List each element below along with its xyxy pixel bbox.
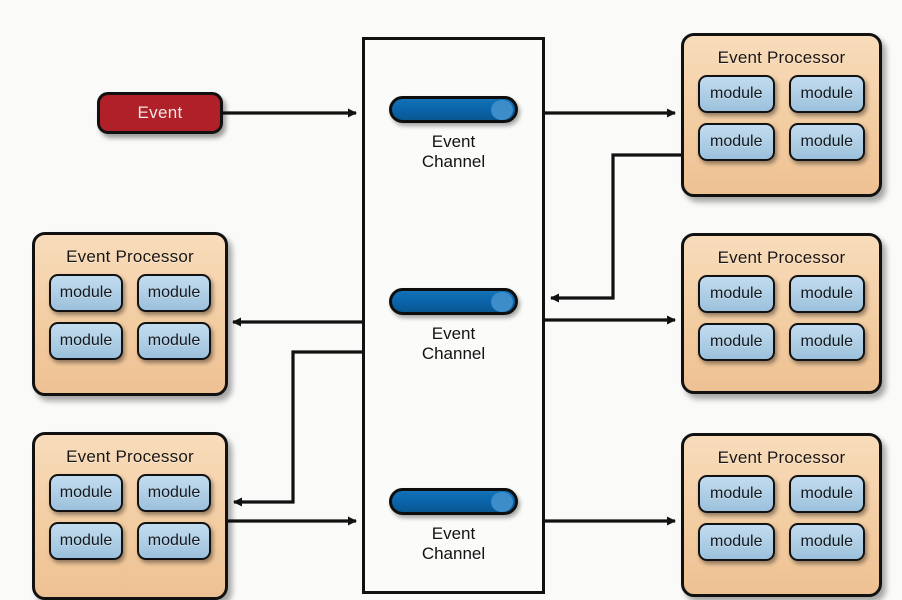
module-box[interactable]: module bbox=[137, 474, 211, 512]
module-grid: module module module module bbox=[35, 274, 225, 372]
module-grid: module module module module bbox=[684, 75, 879, 173]
channel-bar-1[interactable] bbox=[389, 96, 518, 123]
module-box[interactable]: module bbox=[698, 523, 775, 561]
wire-channel2-to-bottom-left bbox=[233, 350, 362, 507]
module-box[interactable]: module bbox=[788, 75, 865, 113]
wire-top-right-to-channel2 bbox=[550, 153, 681, 303]
channel-knob-icon-1 bbox=[491, 100, 513, 120]
event-channel-1[interactable]: Event Channel bbox=[365, 40, 542, 190]
processor-title: Event Processor bbox=[717, 248, 846, 267]
module-box[interactable]: module bbox=[49, 522, 123, 560]
channel-label-line1: Event bbox=[431, 524, 476, 543]
module-box[interactable]: module bbox=[788, 523, 865, 561]
channel-label-3: Event Channel bbox=[365, 524, 542, 564]
channel-label-line1: Event bbox=[431, 132, 476, 151]
module-box[interactable]: module bbox=[49, 474, 123, 512]
module-box[interactable]: module bbox=[698, 323, 775, 361]
module-box[interactable]: module bbox=[137, 322, 211, 360]
module-grid: module module module module bbox=[684, 475, 879, 573]
event-source-label: Event bbox=[137, 103, 183, 122]
module-box[interactable]: module bbox=[788, 475, 865, 513]
processor-title: Event Processor bbox=[717, 48, 846, 67]
module-grid: module module module module bbox=[35, 474, 225, 572]
processor-mid-left[interactable]: Event Processor module module module mod… bbox=[32, 232, 228, 396]
module-box[interactable]: module bbox=[137, 522, 211, 560]
processor-title: Event Processor bbox=[66, 447, 194, 466]
channel-label-line2: Channel bbox=[421, 151, 486, 171]
module-box[interactable]: module bbox=[49, 274, 123, 312]
module-box[interactable]: module bbox=[788, 123, 865, 161]
event-channel-3[interactable]: Event Channel bbox=[365, 433, 542, 583]
processor-top-right[interactable]: Event Processor module module module mod… bbox=[681, 33, 882, 197]
processor-title: Event Processor bbox=[66, 247, 194, 266]
module-box[interactable]: module bbox=[788, 275, 865, 313]
channel-label-line2: Channel bbox=[421, 343, 486, 363]
event-broker-container: Event Channel Event Channel Event Channe… bbox=[362, 37, 545, 594]
module-grid: module module module module bbox=[684, 275, 879, 373]
channel-label-line2: Channel bbox=[421, 543, 486, 563]
module-box[interactable]: module bbox=[698, 275, 775, 313]
module-box[interactable]: module bbox=[698, 75, 775, 113]
processor-mid-right[interactable]: Event Processor module module module mod… bbox=[681, 233, 882, 394]
channel-label-1: Event Channel bbox=[365, 132, 542, 172]
channel-label-2: Event Channel bbox=[365, 324, 542, 364]
channel-label-line1: Event bbox=[431, 324, 476, 343]
processor-bottom-left[interactable]: Event Processor module module module mod… bbox=[32, 432, 228, 600]
module-box[interactable]: module bbox=[137, 274, 211, 312]
module-box[interactable]: module bbox=[788, 323, 865, 361]
event-source-box[interactable]: Event bbox=[97, 92, 223, 134]
processor-bottom-right[interactable]: Event Processor module module module mod… bbox=[681, 433, 882, 597]
channel-bar-3[interactable] bbox=[389, 488, 518, 515]
channel-knob-icon-2 bbox=[491, 292, 513, 312]
channel-bar-2[interactable] bbox=[389, 288, 518, 315]
module-box[interactable]: module bbox=[698, 475, 775, 513]
processor-title: Event Processor bbox=[717, 448, 846, 467]
event-channel-2[interactable]: Event Channel bbox=[365, 233, 542, 383]
module-box[interactable]: module bbox=[49, 322, 123, 360]
module-box[interactable]: module bbox=[698, 123, 775, 161]
channel-knob-icon-3 bbox=[491, 492, 513, 512]
